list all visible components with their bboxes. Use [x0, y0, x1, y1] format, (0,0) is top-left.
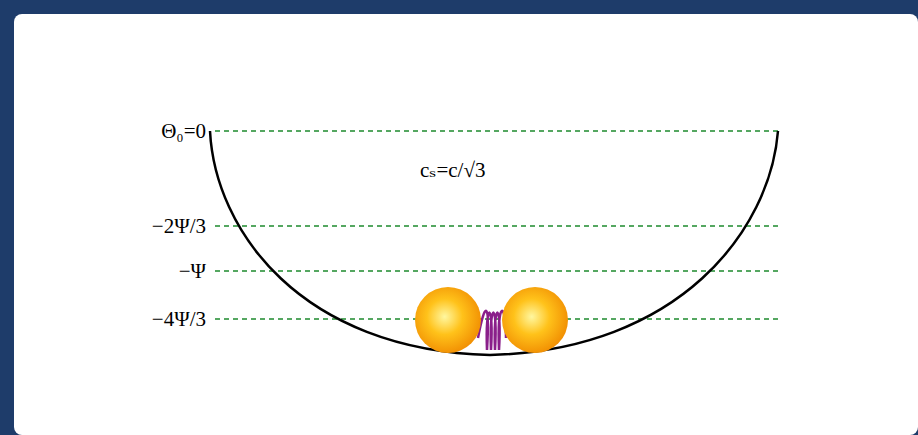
potential-well	[210, 131, 778, 355]
level-label: −Ψ	[179, 261, 208, 282]
level-line	[215, 225, 778, 227]
particle	[415, 287, 481, 353]
level-label: −2Ψ/3	[152, 216, 208, 237]
level-line	[215, 270, 778, 272]
spring	[478, 311, 506, 350]
level-line	[215, 130, 778, 132]
sound-speed-label: cₛ=c/√3	[420, 160, 485, 181]
level-label: −4Ψ/3	[152, 309, 208, 330]
panel	[14, 14, 918, 435]
level-label: Θ₀=0	[161, 121, 208, 142]
particle	[502, 287, 568, 353]
